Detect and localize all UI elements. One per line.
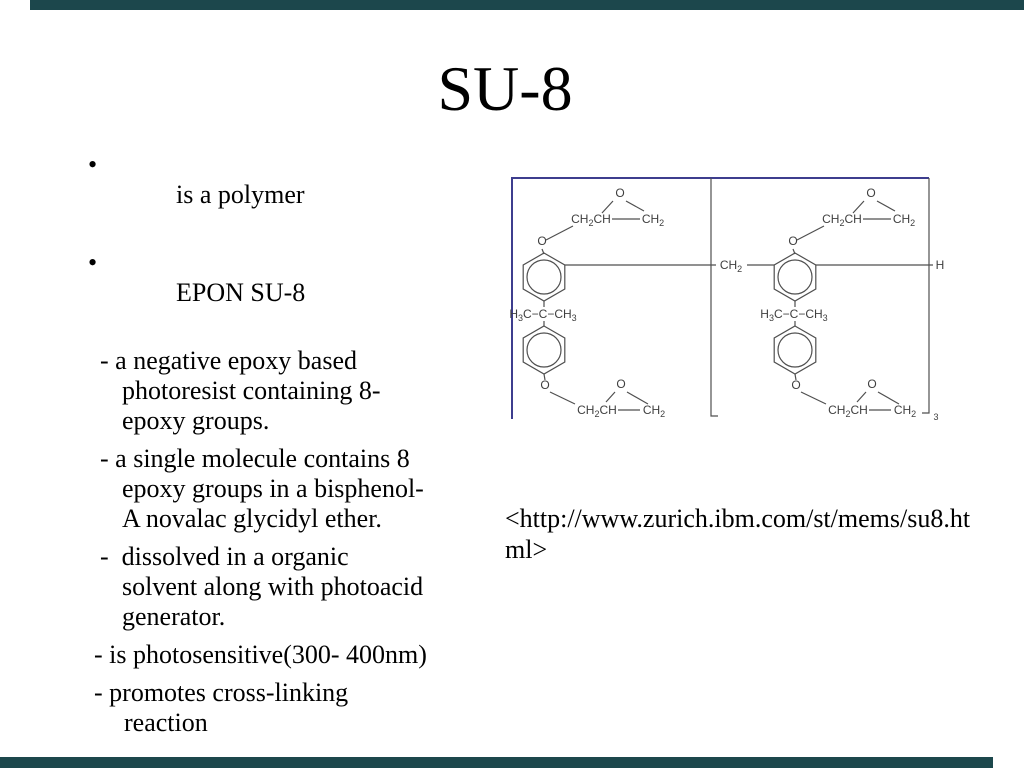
linker-ch2: CH2 [720, 258, 775, 274]
bullet-marker: • [88, 248, 98, 277]
aromatic-circle [526, 259, 562, 295]
atom-label-isopropylidene: H3C−C−CH3 [760, 307, 827, 323]
citation-url: <http://www.zurich.ibm.com/st/mems/su8.h… [505, 503, 970, 565]
atom-label-ch2ch: CH2CH [822, 212, 862, 228]
text-line: epoxy groups. [122, 406, 270, 435]
atom-label-ch2: CH2 [720, 258, 742, 274]
atom-label-isopropylidene: H3C−C−CH3 [510, 307, 577, 323]
sub-item: - promotes cross-linking reaction [0, 678, 500, 738]
bullet-text: EPON SU-8 [176, 278, 306, 307]
bond-lines [792, 200, 933, 411]
atom-label-o: O [537, 234, 546, 248]
atom-label-ch2: CH2 [893, 212, 915, 228]
slide-title: SU-8 [437, 53, 573, 124]
atom-label-ch2ch: CH2CH [828, 403, 868, 419]
aromatic-circle [526, 332, 562, 368]
close-bracket-line [922, 178, 930, 414]
text-line: - promotes cross-linking [94, 678, 349, 707]
bullet-item: • EPON SU-8 [0, 248, 500, 338]
bullet-item: • is a polymer [0, 150, 500, 240]
atom-label-ch2: CH2 [642, 212, 664, 228]
bracket-open [710, 178, 718, 417]
atom-label-o: O [540, 378, 549, 392]
sub-item: - a negative epoxy based photoresist con… [0, 346, 500, 436]
atom-label-o: O [791, 378, 800, 392]
text-line: photoresist containing 8- [122, 376, 381, 405]
repeat-subscript: 3 [933, 412, 938, 422]
text-line: generator. [122, 602, 226, 631]
citation-line: <http://www.zurich.ibm.com/st/mems/su8.h… [505, 504, 971, 533]
bracket-close: 3 [922, 178, 939, 422]
atom-label-ch2ch: CH2CH [571, 212, 611, 228]
sub-item: - is photosensitive(300- 400nm) [0, 640, 500, 670]
bullet-text: is a polymer [176, 180, 305, 209]
atom-label-o: O [866, 186, 875, 200]
repeat-unit-right: O CH2CH CH2 O H3C−C−CH3 O O CH2CH CH2 H [760, 186, 944, 419]
chemical-structure-diagram: 3 O CH2CH CH2 O H3C−C−CH3 O O CH2CH CH2 … [510, 173, 946, 425]
sub-item: - a single molecule contains 8 epoxy gro… [0, 444, 500, 534]
repeat-unit-left: O CH2CH CH2 O H3C−C−CH3 O O CH2CH CH2 [510, 186, 716, 419]
text-line: - a negative epoxy based [100, 346, 358, 375]
bond-lines [541, 200, 716, 411]
aromatic-circle [777, 259, 813, 295]
text-line: A novalac glycidyl ether. [122, 504, 382, 533]
open-bracket-line [710, 178, 718, 417]
atom-label-o: O [788, 234, 797, 248]
atom-label-ch2: CH2 [643, 403, 665, 419]
bottom-edge-bar [0, 757, 993, 768]
text-line: solvent along with photoacid [122, 572, 424, 601]
text-line: epoxy groups in a bisphenol- [122, 474, 424, 503]
text-line: - a single molecule contains 8 [100, 444, 410, 473]
text-line: - dissolved in a organic [100, 542, 349, 571]
structure-frame [511, 177, 929, 419]
citation-line: ml> [505, 535, 548, 564]
bullet-marker: • [88, 150, 98, 179]
top-edge-bar [30, 0, 1024, 10]
text-line: - is photosensitive(300- 400nm) [94, 640, 427, 669]
atom-label-ch2ch: CH2CH [577, 403, 617, 419]
atom-label-o: O [616, 377, 625, 391]
su8-structure-svg: 3 O CH2CH CH2 O H3C−C−CH3 O O CH2CH CH2 … [510, 177, 944, 422]
aromatic-circle [777, 332, 813, 368]
text-line: reaction [124, 708, 208, 737]
sub-item: - dissolved in a organic solvent along w… [0, 542, 500, 632]
atom-label-o: O [615, 186, 624, 200]
atom-label-ch2: CH2 [894, 403, 916, 419]
atom-label-h: H [936, 258, 945, 272]
bullet-list: • is a polymer • EPON SU-8 - a negative ep… [0, 150, 500, 746]
atom-label-o: O [867, 377, 876, 391]
